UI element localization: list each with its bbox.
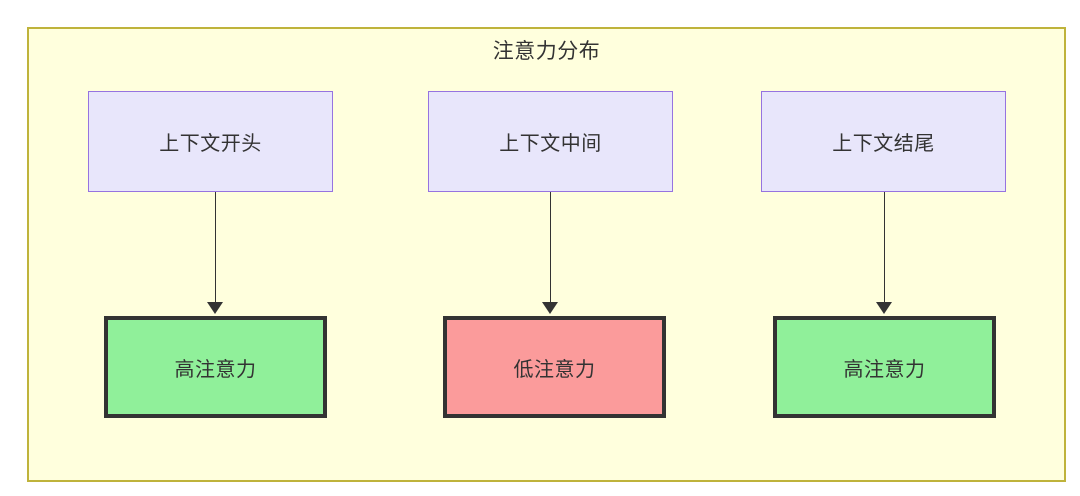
node-attention-low-middle[interactable]: 低注意力 [443,316,666,418]
node-attention-low-middle-label: 低注意力 [513,358,596,381]
arrow-head-icon [542,302,558,314]
node-context-end-label: 上下文结尾 [832,133,935,155]
node-attention-high-end-label: 高注意力 [843,358,926,381]
node-attention-high-end[interactable]: 高注意力 [773,316,996,418]
edge-context-end-to-attention [883,192,886,302]
node-context-start[interactable]: 上下文开头 [88,91,333,192]
arrow-head-icon [876,302,892,314]
node-attention-high-start-label: 高注意力 [174,358,257,381]
node-context-end[interactable]: 上下文结尾 [761,91,1006,192]
arrow-head-icon [207,302,223,314]
node-context-middle[interactable]: 上下文中间 [428,91,673,192]
diagram-title: 注意力分布 [492,40,601,63]
edge-context-middle-to-attention [549,192,552,302]
node-context-middle-label: 上下文中间 [499,133,602,155]
node-context-start-label: 上下文开头 [159,133,262,155]
node-attention-high-start[interactable]: 高注意力 [104,316,327,418]
edge-context-start-to-attention [214,192,217,302]
